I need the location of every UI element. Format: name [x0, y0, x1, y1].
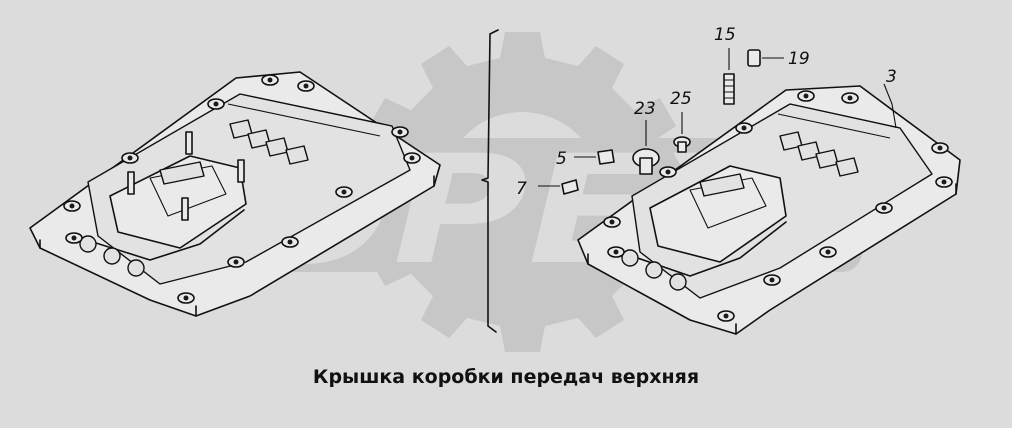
part-15-stud — [723, 48, 735, 105]
part-23-breather — [632, 120, 660, 175]
part-7-pin — [538, 179, 579, 195]
cover-assembly-left — [29, 71, 441, 317]
cover-assembly-right — [577, 85, 961, 335]
group-bracket — [481, 29, 499, 333]
studs-left — [127, 131, 245, 221]
callout-labels: 3 5 7 15 19 23 25 — [516, 25, 897, 199]
bolt-bosses-right — [603, 90, 953, 322]
body-windows-left — [229, 119, 309, 165]
part-25-plug — [673, 112, 691, 153]
diagram-caption: Крышка коробки передач верхняя — [312, 366, 700, 388]
part-19-plug — [747, 49, 784, 67]
callout-5: 5 — [556, 149, 567, 169]
body-windows-right — [779, 131, 859, 177]
part-5-plug — [574, 149, 615, 165]
callout-7: 7 — [516, 179, 527, 199]
callout-19: 19 — [788, 49, 810, 69]
callout-23: 23 — [634, 99, 656, 119]
bolt-bosses-left — [63, 74, 421, 304]
callout-3: 3 — [886, 67, 897, 87]
leader-part-3 — [883, 83, 897, 129]
callout-25: 25 — [670, 89, 692, 109]
callout-15: 15 — [714, 25, 736, 45]
